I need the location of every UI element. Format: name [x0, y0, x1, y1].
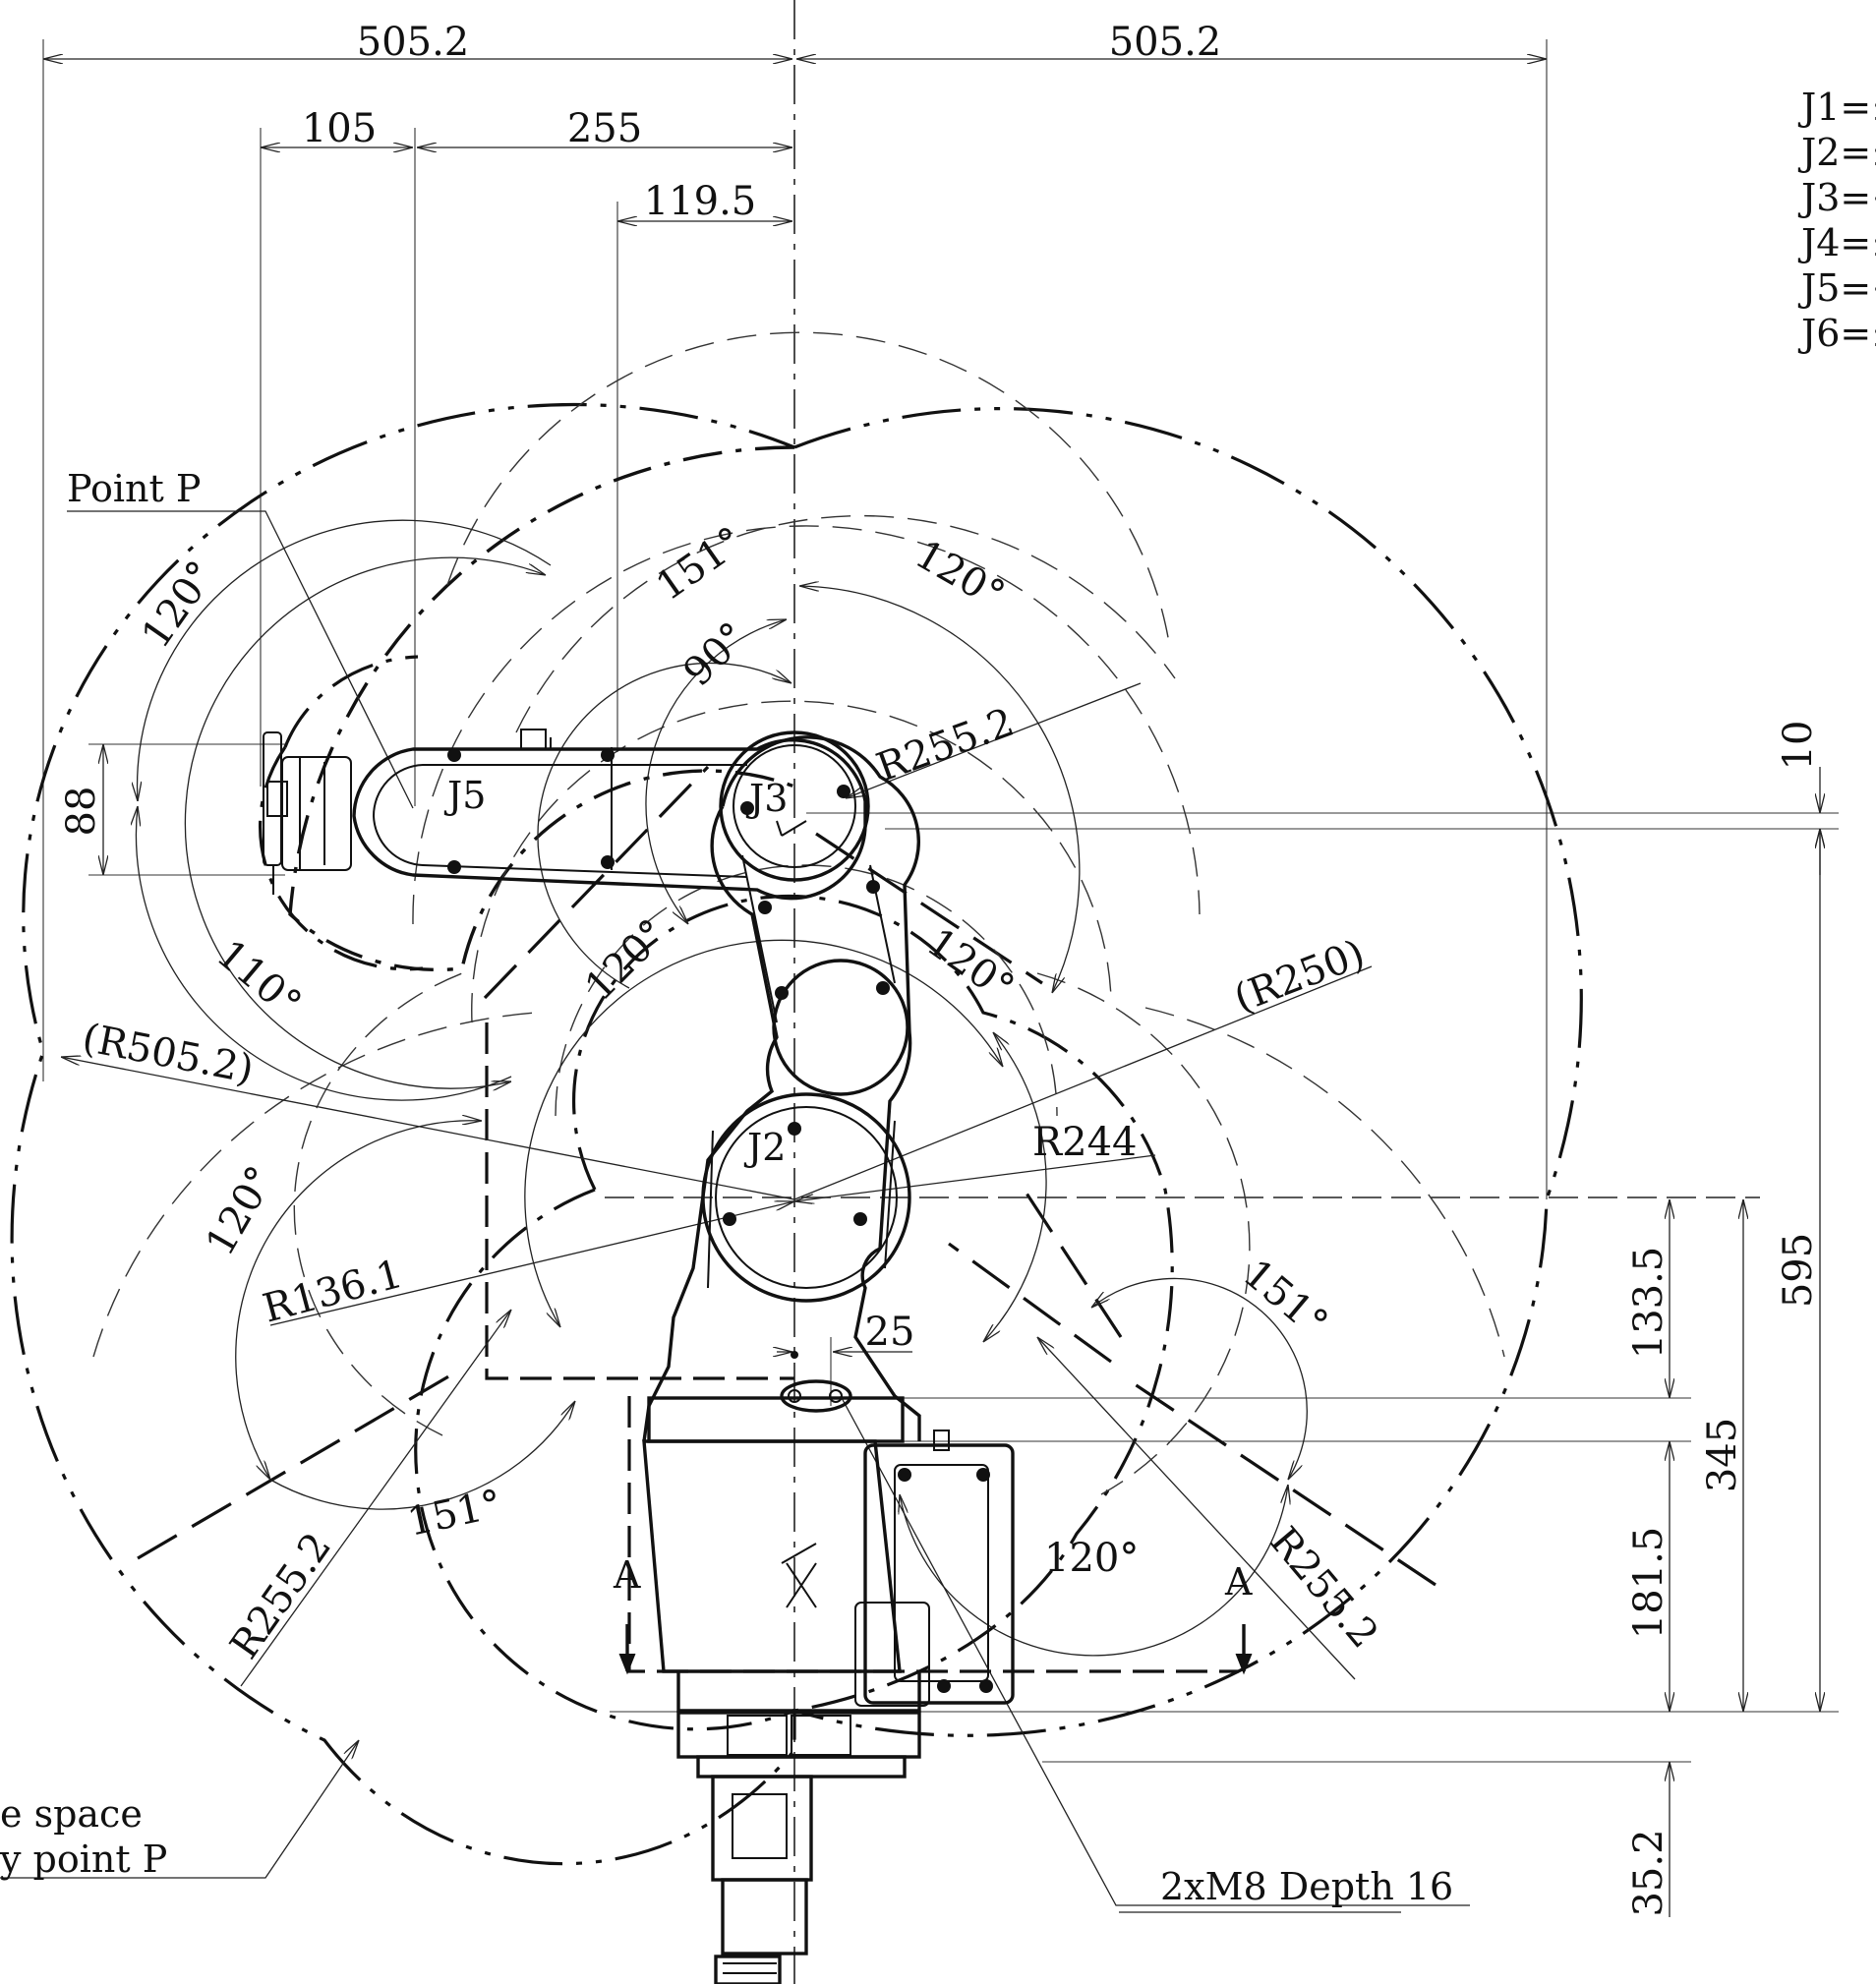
label-section-a-right: A — [1224, 1560, 1253, 1604]
label-point-p: Point P — [67, 467, 201, 510]
dim-top-right: 505.2 — [1109, 20, 1222, 65]
joint-range-j2: J2=± — [1797, 131, 1876, 174]
angle-110: 110° — [208, 931, 310, 1026]
dim-35-2: 35.2 — [1626, 1829, 1671, 1916]
dim-top-left: 505.2 — [357, 20, 470, 65]
angle-values: 120° 151° 120° 90° 110° 120° 120° 120° 1… — [134, 518, 1336, 1581]
joint-range-j4: J4=± — [1797, 221, 1876, 264]
dim-181-5: 181.5 — [1626, 1527, 1671, 1640]
leader-lines — [0, 510, 1470, 1913]
label-hole-note: 2xM8 Depth 16 — [1160, 1865, 1453, 1908]
joint-range-j6: J6=± — [1797, 312, 1876, 355]
dimension-lines — [43, 59, 1820, 1917]
angle-120-top: 120° — [908, 532, 1012, 618]
dim-88: 88 — [59, 787, 104, 837]
radius-r255-left: R255.2 — [222, 1525, 341, 1667]
angle-arcs — [136, 519, 1308, 1657]
radius-r505: (R505.2) — [79, 1016, 257, 1093]
angle-151-bottom-right: 151° — [1235, 1251, 1336, 1346]
dim-133-5: 133.5 — [1626, 1247, 1671, 1360]
dim-595: 595 — [1776, 1233, 1821, 1308]
label-j3: J3 — [745, 777, 788, 820]
dim-345: 345 — [1700, 1418, 1745, 1492]
angle-120-right: 120° — [918, 920, 1022, 1012]
dim-105: 105 — [302, 106, 377, 151]
label-j5: J5 — [443, 774, 486, 817]
joint-range-list: J1=± J2=± J3=+ J4=± J5=+ J6=± — [1797, 86, 1876, 355]
dim-10: 10 — [1776, 721, 1821, 771]
angle-120-bottom: 120° — [1044, 1536, 1139, 1581]
radius-r244: R244 — [1032, 1120, 1137, 1165]
radius-r255-top: R255.2 — [871, 700, 1021, 791]
angle-90: 90° — [675, 613, 757, 695]
annotation-labels: Point P J5 J3 J2 A A 2xM8 Depth 16 e spa… — [0, 467, 1453, 1908]
label-space-line1: e space — [0, 1792, 143, 1836]
angle-151-top: 151° — [648, 518, 751, 610]
radius-r136: R136.1 — [259, 1252, 408, 1332]
angle-120-top-left: 120° — [134, 553, 225, 656]
extension-lines — [42, 39, 1839, 1763]
radius-r250: (R250) — [1228, 931, 1371, 1021]
label-j2: J2 — [743, 1126, 786, 1169]
joint-range-j5: J5=+ — [1797, 266, 1876, 310]
joint-range-j1: J1=± — [1797, 86, 1876, 129]
joint-range-j3: J3=+ — [1797, 176, 1876, 219]
dim-25: 25 — [865, 1310, 915, 1355]
angle-120-left: 120° — [198, 1159, 284, 1263]
dim-255: 255 — [567, 106, 642, 151]
dimension-values: 505.2 505.2 105 255 119.5 88 10 595 133.… — [59, 20, 1821, 1917]
center-lines — [605, 0, 1839, 1984]
label-section-a-left: A — [613, 1553, 641, 1597]
dim-119-5: 119.5 — [644, 179, 757, 224]
robot-body — [263, 729, 1253, 1984]
label-space-line2: y point P — [0, 1838, 167, 1881]
